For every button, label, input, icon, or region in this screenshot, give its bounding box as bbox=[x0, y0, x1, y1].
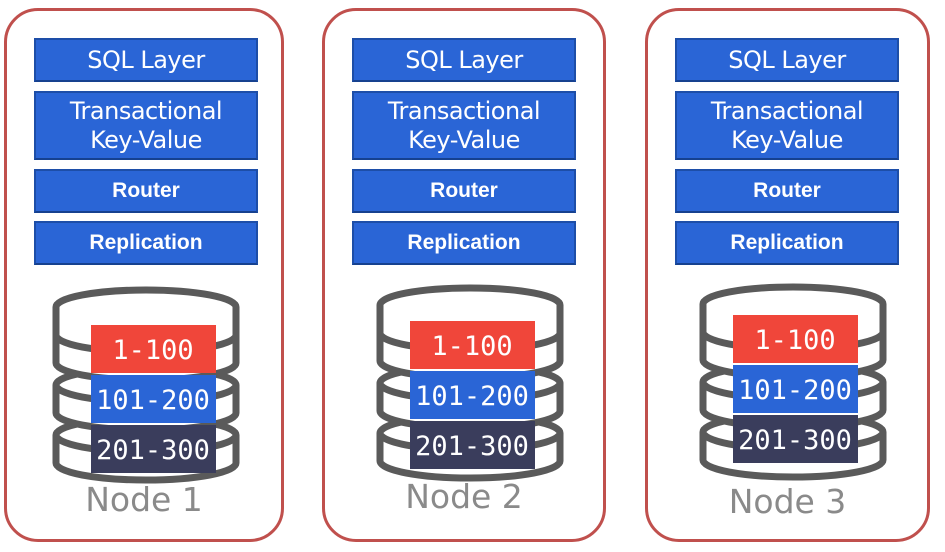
router-label: Router bbox=[112, 179, 180, 202]
replication-label: Replication bbox=[730, 231, 844, 254]
range-3-label: 201-300 bbox=[415, 431, 529, 462]
database-cylinder-stack-icon: 1-100 101-200 201-300 bbox=[699, 283, 887, 481]
router-label: Router bbox=[753, 179, 821, 202]
sql-layer-box: SQL Layer bbox=[675, 38, 899, 82]
replication-label: Replication bbox=[407, 231, 521, 254]
range-1-box bbox=[410, 321, 535, 369]
range-2-box bbox=[91, 375, 216, 423]
range-3-box bbox=[410, 421, 535, 469]
node-1-container: SQL Layer Transactional Key-Value Router… bbox=[4, 8, 284, 542]
node-1-label: Node 1 bbox=[85, 480, 203, 519]
range-3-box bbox=[91, 425, 216, 473]
node-2-container: SQL Layer Transactional Key-Value Router… bbox=[322, 8, 606, 542]
router-label: Router bbox=[430, 179, 498, 202]
sql-layer-box: SQL Layer bbox=[34, 38, 258, 82]
node-2-label: Node 2 bbox=[405, 477, 523, 516]
node-3-container: SQL Layer Transactional Key-Value Router… bbox=[645, 8, 930, 542]
sql-layer-label: SQL Layer bbox=[87, 45, 205, 74]
router-box: Router bbox=[352, 169, 576, 213]
transactional-label: Transactional bbox=[69, 96, 223, 125]
range-2-box bbox=[733, 365, 858, 413]
replication-box: Replication bbox=[675, 221, 899, 265]
sql-layer-box: SQL Layer bbox=[352, 38, 576, 82]
range-2-label: 101-200 bbox=[96, 385, 210, 416]
range-1-box bbox=[91, 325, 216, 373]
router-box: Router bbox=[34, 169, 258, 213]
range-3-box bbox=[733, 415, 858, 463]
replication-box: Replication bbox=[352, 221, 576, 265]
transactional-kv-box: Transactional Key-Value bbox=[352, 91, 576, 160]
node-3-label: Node 3 bbox=[728, 482, 847, 521]
key-value-label: Key-Value bbox=[408, 125, 520, 154]
database-cylinder-stack-icon: 1-100 101-200 201-300 bbox=[376, 284, 564, 482]
range-1-box bbox=[733, 315, 858, 363]
range-1-label: 1-100 bbox=[112, 335, 193, 366]
transactional-kv-box: Transactional Key-Value bbox=[34, 91, 258, 160]
sql-layer-label: SQL Layer bbox=[728, 45, 846, 74]
transactional-kv-box: Transactional Key-Value bbox=[675, 91, 899, 160]
replication-box: Replication bbox=[34, 221, 258, 265]
transactional-label: Transactional bbox=[710, 96, 864, 125]
transactional-label: Transactional bbox=[387, 96, 541, 125]
range-2-box bbox=[410, 371, 535, 419]
sql-layer-label: SQL Layer bbox=[405, 45, 523, 74]
range-3-label: 201-300 bbox=[738, 425, 852, 456]
range-1-label: 1-100 bbox=[754, 325, 835, 356]
database-cylinder-stack-icon: 1-100 101-200 201-300 bbox=[52, 286, 240, 484]
range-1-label: 1-100 bbox=[431, 331, 512, 362]
range-2-label: 101-200 bbox=[738, 375, 852, 406]
range-3-label: 201-300 bbox=[96, 435, 210, 466]
replication-label: Replication bbox=[89, 231, 203, 254]
router-box: Router bbox=[675, 169, 899, 213]
key-value-label: Key-Value bbox=[90, 125, 202, 154]
range-2-label: 101-200 bbox=[415, 381, 529, 412]
key-value-label: Key-Value bbox=[731, 125, 843, 154]
